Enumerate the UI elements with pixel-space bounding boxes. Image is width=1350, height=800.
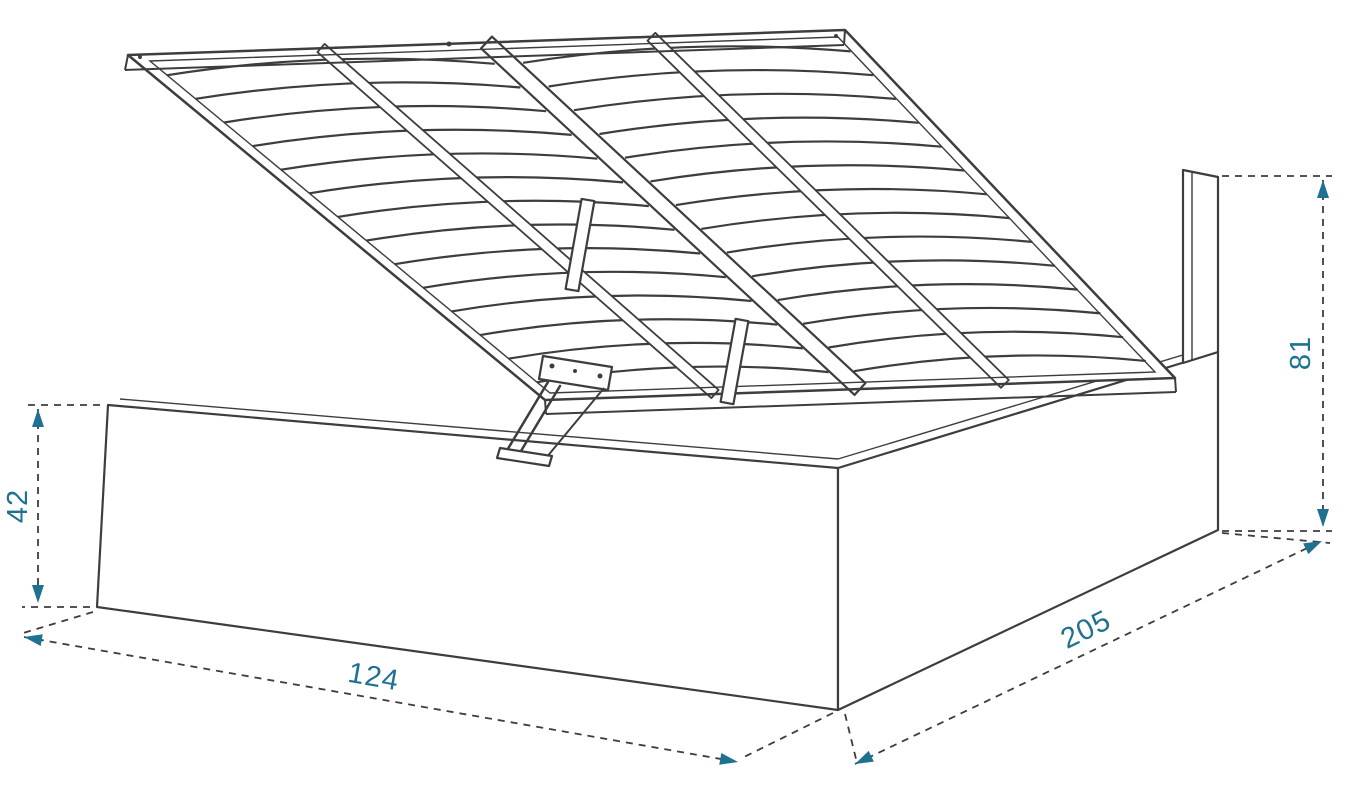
- rail-screw-1: [138, 55, 142, 59]
- bracket-screw-1: [549, 363, 555, 369]
- center-bar-right-panel: [646, 31, 1010, 389]
- slat: [548, 68, 874, 88]
- headboard: [1181, 168, 1220, 365]
- slat: [752, 259, 1056, 278]
- dimension-line: [23, 634, 739, 765]
- box-right-face: [836, 350, 1220, 712]
- lift-arm-1: [504, 380, 550, 454]
- slat: [701, 211, 1010, 230]
- slat: [522, 45, 851, 64]
- slat: [675, 187, 987, 207]
- slat: [802, 306, 1101, 325]
- middle-rail: [480, 35, 867, 396]
- extension-line-left: [844, 713, 858, 764]
- box-rim-inner-front: [119, 398, 839, 460]
- frame-bottom-thickness: [545, 391, 1177, 415]
- frame-top-cap-left: [124, 54, 129, 71]
- extension-line-right: [739, 712, 834, 760]
- dimension-label-width: 124: [345, 657, 401, 697]
- slat: [853, 354, 1146, 373]
- dimension-label-length: 205: [1056, 604, 1116, 655]
- rail-screw-2: [446, 41, 452, 47]
- headboard-panel: [1181, 168, 1220, 365]
- storage-box: [95, 347, 1220, 712]
- dimension-label-base-height: 42: [2, 489, 34, 523]
- piston-bar-right: [719, 317, 750, 406]
- lift-base-plate: [495, 446, 554, 468]
- slat: [573, 92, 897, 112]
- bracket-screw-3: [597, 373, 603, 379]
- bracket-screw-2: [573, 369, 577, 373]
- rail-screw-3: [834, 34, 838, 38]
- piston-bar-left: [564, 197, 596, 293]
- lift-mechanism: [495, 197, 750, 468]
- slat: [624, 140, 942, 159]
- lift-arm-3: [545, 387, 605, 459]
- dimension-headboard-height: 81: [1222, 175, 1332, 532]
- slat-frame: [124, 28, 1177, 415]
- frame-top-thickness: [124, 44, 845, 71]
- slat: [650, 164, 965, 183]
- dimension-base-height: 42: [2, 404, 100, 608]
- dimension-label-headboard-height: 81: [1285, 336, 1317, 370]
- lift-arm-2: [516, 384, 562, 458]
- frame-inner-outline: [148, 36, 1157, 394]
- slat: [828, 330, 1124, 349]
- slat: [726, 235, 1033, 254]
- box-front-face: [95, 403, 840, 712]
- extension-line-right: [1221, 532, 1331, 544]
- slat: [777, 283, 1078, 302]
- frame-bottom-cap-right: [1174, 377, 1177, 393]
- extension-line-left: [19, 611, 94, 635]
- dimension-line: [854, 540, 1323, 765]
- frame-top-cap-right: [843, 29, 846, 46]
- hinge-bracket-plate: [537, 354, 614, 392]
- slat: [599, 116, 919, 136]
